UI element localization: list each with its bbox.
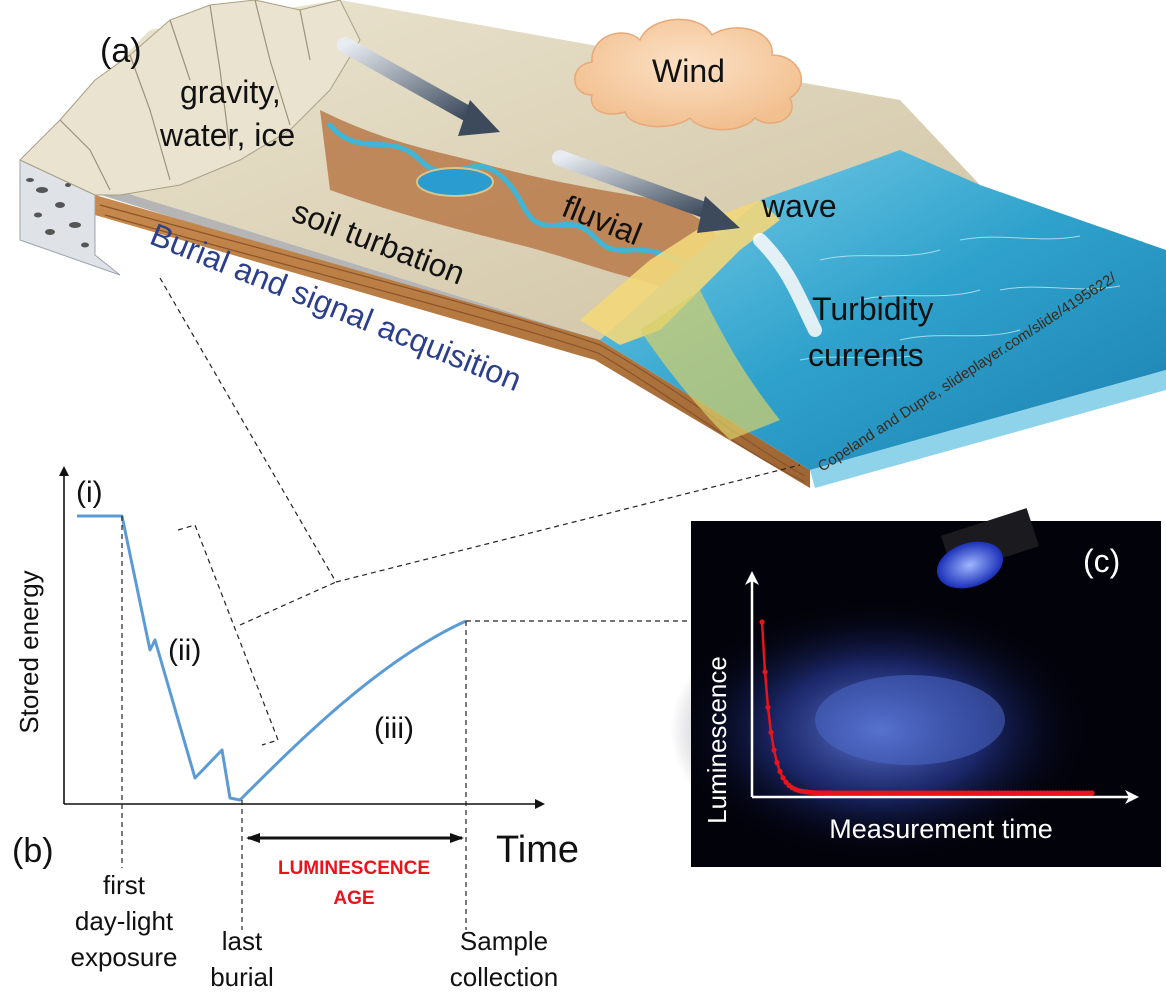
panel-a-block-diagram: (a) Wind gravity, water, ice fluvial wav…	[19, 0, 1166, 488]
event-sample-collection-line1: Sample	[460, 926, 548, 956]
turbidity-fan	[640, 290, 780, 440]
event-first-exposure-line3: exposure	[71, 942, 178, 972]
river-channel	[327, 122, 703, 273]
decay-point	[768, 729, 774, 735]
panel-a-label: (a)	[100, 32, 142, 70]
mountain-ridges	[59, 0, 311, 191]
decay-point	[762, 669, 768, 675]
decay-point	[1089, 790, 1095, 796]
shelf-sand	[580, 200, 780, 345]
transport-arrow-2	[552, 150, 740, 233]
sea-lines	[799, 235, 1121, 361]
b-y-axis-label: Stored energy	[14, 570, 44, 733]
decay-point	[777, 768, 783, 775]
sea-depth-face	[810, 370, 1166, 488]
wind-cloud	[574, 18, 802, 131]
mountains	[19, 0, 361, 196]
panel-b-graph: (i) (ii) (iii) Stored energy Time (b) LU…	[12, 466, 764, 992]
c-x-axis-label: Measurement time	[829, 814, 1053, 844]
event-sample-collection-line2: collection	[450, 962, 558, 992]
panel-c-photo: (c) Luminescence Measurement time	[670, 508, 1161, 867]
age-label-line2: AGE	[333, 888, 374, 909]
decay-point	[774, 760, 780, 766]
phase-iii-label: (iii)	[374, 712, 414, 745]
sample-grain-pile	[815, 675, 1005, 765]
c-y-axis-label: Luminescence	[702, 656, 732, 824]
b-x-axis-label: Time	[496, 829, 579, 871]
light-lens	[936, 541, 1004, 589]
lake	[416, 167, 494, 197]
event-last-burial-line1: last	[222, 926, 263, 956]
light-source	[936, 508, 1039, 589]
zoom-connectors	[159, 277, 801, 746]
age-label-line1: LUMINESCENCE	[278, 858, 430, 879]
block-front-strata	[95, 195, 810, 488]
event-markers	[121, 516, 764, 930]
gravity-label-line2: water, ice	[159, 117, 295, 153]
wind-label: Wind	[652, 53, 725, 89]
event-first-exposure-line1: first	[103, 870, 146, 900]
event-last-burial-line2: burial	[210, 962, 274, 992]
decay-point	[780, 775, 786, 781]
stored-energy-curve	[77, 514, 467, 802]
decay-point	[759, 619, 765, 625]
wave-label: wave	[761, 188, 837, 224]
decay-point	[771, 747, 777, 753]
gravity-label-line1: gravity,	[180, 74, 281, 110]
panel-b-label: (b)	[12, 832, 54, 870]
turbidity-label-line1: Turbidity	[812, 291, 934, 327]
turbidity-current-arrow	[753, 233, 822, 337]
decay-curve	[759, 619, 1095, 796]
rock-clasts	[26, 178, 89, 248]
phase-ii-label: (ii)	[168, 634, 201, 667]
turbidity-label-line2: currents	[808, 337, 924, 373]
panel-c-label: (c)	[1083, 543, 1120, 579]
phase-i-label: (i)	[76, 476, 103, 509]
decay-point	[765, 704, 771, 710]
transport-arrow-1	[337, 37, 500, 136]
event-first-exposure-line2: day-light	[75, 906, 174, 936]
